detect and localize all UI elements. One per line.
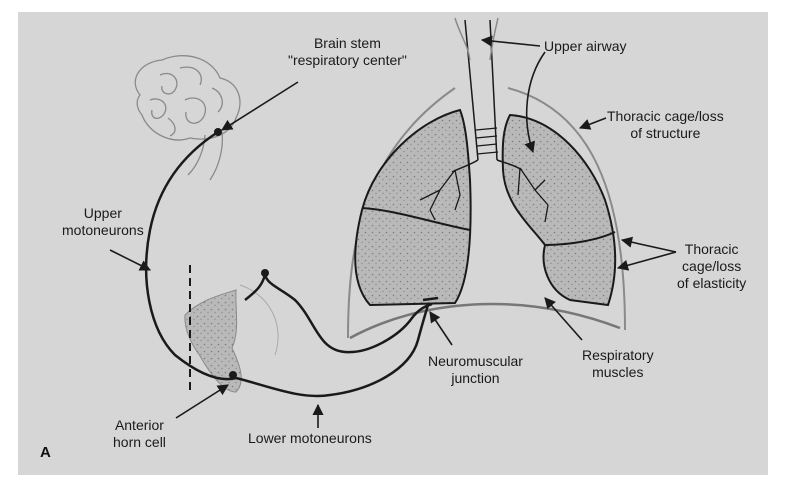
upper-motoneurons-label: Upper motoneurons	[62, 205, 144, 239]
bronchi	[419, 167, 549, 223]
thoracic-elasticity-label-line2: cage/loss	[682, 258, 742, 274]
respiratory-muscles-label-line1: Respiratory	[582, 347, 654, 363]
pointer-arrows	[109, 35, 677, 428]
anterior-horn-cell-label-line1: Anterior	[114, 417, 164, 433]
thoracic-structure-label: Thoracic cage/loss of structure	[607, 108, 724, 142]
lower-motoneurons-label-line1: Lower motoneurons	[248, 430, 372, 446]
upper-motoneurons-label-line1: Upper	[83, 205, 122, 221]
right-lung	[501, 113, 617, 307]
neuromuscular-junction-label: Neuromuscular junction	[428, 353, 523, 387]
diaphragm	[349, 302, 621, 340]
spinal-cord-section	[184, 265, 279, 395]
upper-motoneuron-soma	[214, 128, 222, 136]
respiratory-muscles-label: Respiratory muscles	[582, 347, 654, 381]
brain-stem-label-line1: Brain stem	[313, 35, 381, 51]
upper-airway-label-line1: Upper airway	[544, 38, 627, 54]
brain-stem-label-line2: "respiratory center"	[288, 52, 407, 68]
thoracic-elasticity-label: Thoracic cage/loss of elasticity	[677, 241, 746, 292]
brain-drawing	[134, 55, 241, 181]
thoracic-elasticity-label-line1: Thoracic	[684, 241, 739, 257]
anterior-horn-cell-label-line2: horn cell	[113, 434, 166, 450]
brain-stem-label: Brain stem "respiratory center"	[288, 35, 407, 69]
neuromuscular-junction-label-line1: Neuromuscular	[428, 353, 523, 369]
thoracic-elasticity-label-line3: of elasticity	[677, 275, 747, 291]
neuromuscular-junction-label-line2: junction	[451, 370, 500, 386]
respiratory-muscles-label-line2: muscles	[592, 364, 644, 380]
left-lung	[354, 108, 472, 307]
anterior-horn-cell-label: Anterior horn cell	[113, 417, 166, 451]
intermediate-neuron-soma	[261, 269, 269, 277]
thoracic-structure-label-line1: Thoracic cage/loss	[607, 108, 724, 124]
upper-motoneurons-label-line2: motoneurons	[62, 222, 144, 238]
upper-airway-label: Upper airway	[544, 38, 626, 55]
anterior-horn-cell-soma	[229, 371, 237, 379]
thoracic-structure-label-line2: of structure	[630, 125, 701, 141]
neuromuscular-junction-bar	[422, 296, 439, 302]
lower-motoneurons-label: Lower motoneurons	[248, 430, 372, 447]
panel-label: A	[40, 444, 51, 461]
